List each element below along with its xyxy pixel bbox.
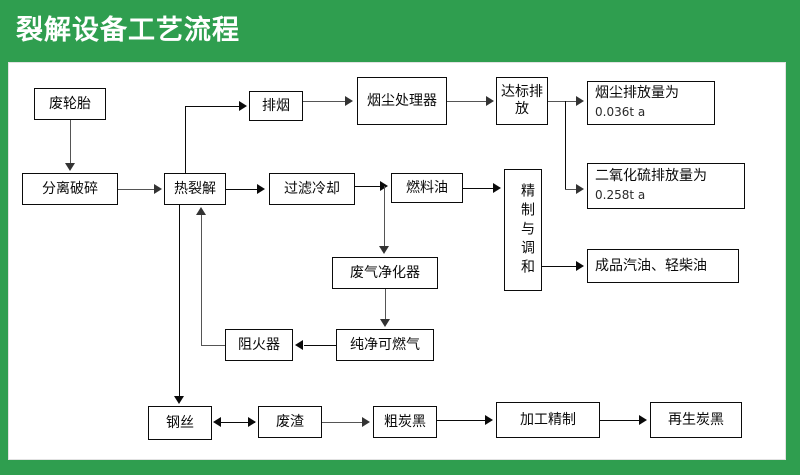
dust-emission-label: 烟尘排放量为	[595, 85, 679, 101]
node-gasoline-diesel[interactable]: 成品汽油、轻柴油	[587, 249, 739, 283]
arrowhead-right-recycled-carbon	[639, 415, 647, 425]
node-processing[interactable]: 加工精制	[496, 402, 600, 438]
edge-separate-crush-to-pyrolysis	[118, 189, 156, 190]
node-crude-carbon[interactable]: 粗炭黑	[373, 406, 437, 438]
edge-waste-tire-to-separate-crush	[70, 120, 71, 165]
arrowhead-right-crude-carbon	[362, 417, 370, 427]
arrowhead-left-steel-wire	[213, 417, 221, 427]
node-std-emission[interactable]: 达标排放	[496, 77, 548, 125]
edge-clean-gas-to-flame-arrester	[304, 345, 336, 346]
arrowhead-up-pyrolysis	[196, 207, 206, 215]
arrowhead-right-pyrolysis	[154, 184, 162, 194]
node-separate-crush[interactable]: 分离破碎	[22, 173, 118, 205]
arrowhead-right-std-emission	[486, 96, 494, 106]
arrowhead-down-exhaust-purifier	[379, 246, 389, 254]
edge-filter-cool-to-fuel-oil	[355, 186, 383, 187]
arrowhead-down-steel-wire	[174, 396, 184, 404]
arrowhead-right-dust-emission	[576, 96, 584, 106]
node-exhaust-purifier[interactable]: 废气净化器	[332, 257, 438, 289]
arrowhead-right-refine-blend	[493, 183, 501, 193]
arrowhead-right-filter-cool	[257, 184, 265, 194]
node-refine-blend[interactable]: 精制与调和	[504, 169, 542, 291]
flowchart-canvas: 废轮胎 分离破碎 热裂解 排烟 烟尘处理器 达标排放 烟尘排放量为 0.036t…	[8, 62, 786, 460]
arrowhead-down-separate-crush	[65, 163, 75, 171]
edge-slag-to-crude-carbon	[322, 422, 364, 423]
edge-processing-to-recycled-carbon	[600, 420, 642, 421]
node-fuel-oil[interactable]: 燃料油	[391, 173, 463, 203]
edge-refine-blend-to-gasoline-diesel	[542, 266, 578, 267]
node-dust-emission[interactable]: 烟尘排放量为 0.036t a	[587, 81, 715, 125]
edge-steel-wire-to-slag	[215, 422, 255, 423]
edge-pyrolysis-to-steel-wire	[179, 205, 180, 399]
edge-filter-cool-down-branch	[384, 186, 385, 248]
edge-pyrolysis-to-flue-gas	[185, 106, 241, 107]
page-title: 裂解设备工艺流程	[16, 15, 240, 46]
node-filter-cool[interactable]: 过滤冷却	[269, 173, 355, 205]
node-steel-wire[interactable]: 钢丝	[148, 406, 212, 440]
arrowhead-down-clean-gas	[380, 319, 390, 327]
arrowhead-right-so2-emission	[576, 184, 584, 194]
edge-flue-gas-to-dust-treater	[303, 101, 347, 102]
node-waste-tire[interactable]: 废轮胎	[34, 88, 106, 120]
arrowhead-right-dust-treater	[345, 96, 353, 106]
node-pyrolysis[interactable]: 热裂解	[164, 173, 226, 205]
so2-emission-value: 0.258t a	[595, 188, 646, 202]
arrowhead-left-flame-arrester	[295, 340, 303, 350]
title-header: 裂解设备工艺流程	[0, 0, 800, 62]
edge-flame-arrester-left-stub	[201, 345, 225, 346]
edge-branch-to-so2-emission	[565, 189, 579, 190]
edge-std-emission-down-branch	[565, 101, 566, 189]
edge-std-emission-to-dust-emission	[548, 101, 578, 102]
node-so2-emission[interactable]: 二氧化硫排放量为 0.258t a	[587, 163, 745, 209]
edge-exhaust-purifier-to-clean-gas	[385, 289, 386, 321]
edge-flame-arrester-up-riser	[201, 215, 202, 346]
arrowhead-right-gasoline-diesel	[576, 261, 584, 271]
edge-dust-treater-to-std-emission	[447, 101, 487, 102]
node-recycled-carbon[interactable]: 再生炭黑	[650, 402, 742, 438]
node-flue-gas[interactable]: 排烟	[249, 91, 303, 121]
dust-emission-value: 0.036t a	[595, 105, 646, 119]
edge-crude-carbon-to-processing	[437, 420, 487, 421]
arrowhead-right-processing	[485, 415, 493, 425]
so2-emission-label: 二氧化硫排放量为	[595, 168, 707, 184]
edge-pyrolysis-to-filter-cool	[226, 189, 259, 190]
edge-pyrolysis-up-riser	[185, 106, 186, 174]
node-flame-arrester[interactable]: 阻火器	[225, 329, 293, 361]
arrowhead-right-slag	[248, 417, 256, 427]
arrowhead-right-flue-gas	[239, 101, 247, 111]
edge-fuel-oil-to-refine-blend	[463, 188, 495, 189]
node-dust-treater[interactable]: 烟尘处理器	[357, 77, 447, 125]
node-clean-gas[interactable]: 纯净可燃气	[336, 329, 434, 361]
node-slag[interactable]: 废渣	[258, 406, 322, 438]
